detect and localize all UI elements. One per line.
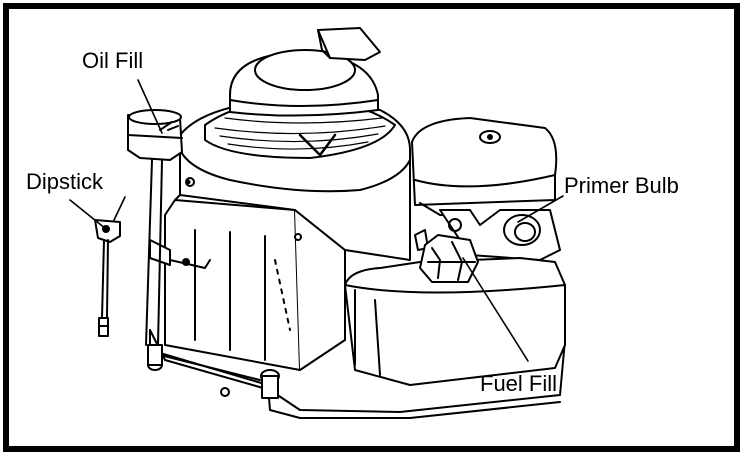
dipstick-leader (69, 199, 107, 230)
fuel-tank (344, 257, 566, 386)
fuel-cap (419, 234, 479, 283)
dipstick-label: Dipstick (26, 169, 104, 194)
engine-base (147, 329, 566, 419)
starter-cap (229, 27, 381, 117)
fuel-fill-leader (462, 257, 529, 362)
oil-fill-leader (137, 79, 163, 134)
primer-bulb-label: Primer Bulb (564, 173, 679, 198)
oil-fill-label: Oil Fill (82, 48, 144, 73)
air-filter-box (411, 117, 558, 216)
fuel-fill-label: Fuel Fill (480, 371, 558, 396)
leader-lines (69, 79, 564, 362)
primer-bulb-leader (517, 195, 564, 223)
dipstick-leader-2 (113, 196, 126, 221)
dipstick (94, 219, 121, 337)
oil-fill-tube (127, 109, 183, 346)
